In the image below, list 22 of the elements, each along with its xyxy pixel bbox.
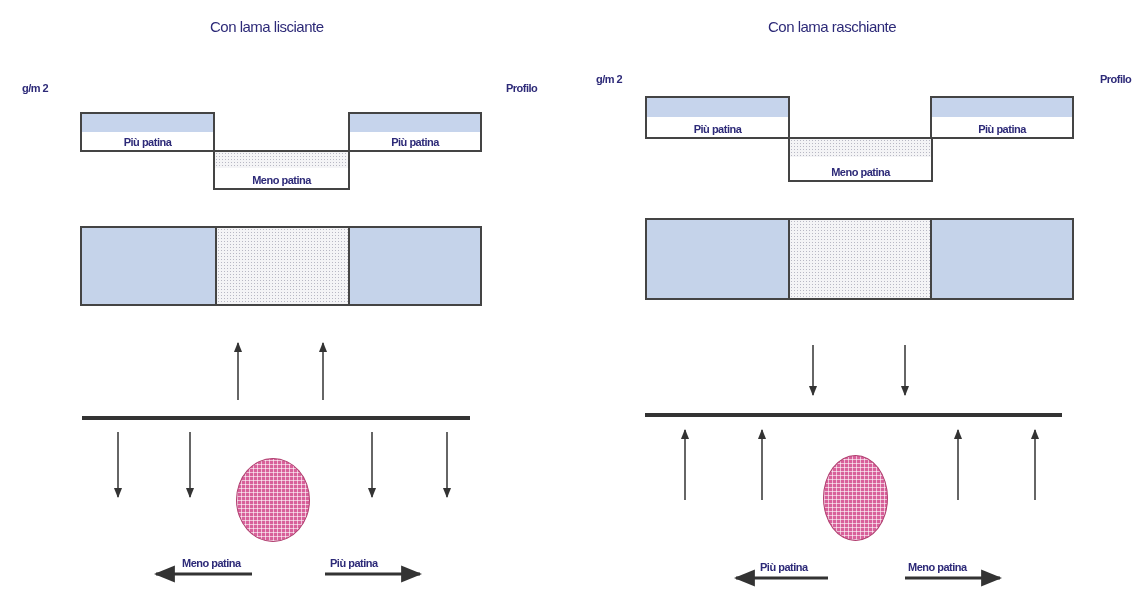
axis-label: g/m 2 [596,73,623,85]
axis-label: g/m 2 [22,82,49,94]
profile-box: Meno patina [213,150,350,190]
axis-label: Profilo [506,82,538,94]
coating-band [348,226,482,306]
profile-box: Più patina [930,96,1074,139]
coating-band [80,226,217,306]
arrow-label: Meno patina [908,561,967,573]
profile-box: Meno patina [788,137,933,182]
panel-title: Con lama lisciante [210,18,324,35]
profile-box: Più patina [80,112,215,152]
axis-label: Profilo [1100,73,1132,85]
panel-title: Con lama raschiante [768,18,897,35]
coating-band [215,226,350,306]
profile-box: Più patina [645,96,790,139]
coating-band [645,218,790,300]
coating-band [930,218,1074,300]
coating-band [788,218,932,300]
arrow-label: Meno patina [182,557,241,569]
arrow-label: Più patina [760,561,808,573]
profile-box: Più patina [348,112,482,152]
arrow-label: Più patina [330,557,378,569]
